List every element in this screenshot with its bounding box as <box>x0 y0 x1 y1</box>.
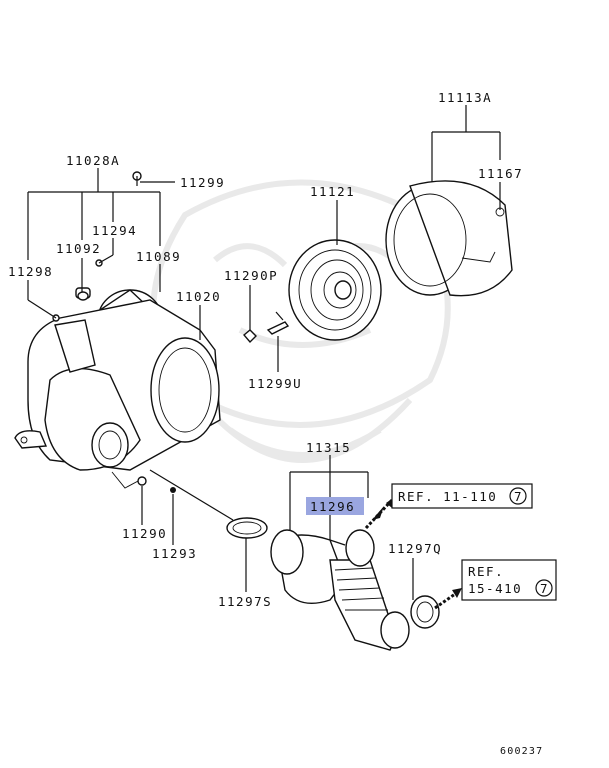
filter-element-illustration <box>288 239 382 341</box>
cover-illustration <box>385 180 513 297</box>
label-11298[interactable]: 11298 <box>8 264 53 279</box>
label-11089[interactable]: 11089 <box>136 249 181 264</box>
reference-box-2[interactable]: REF. 15-410 7 <box>461 559 557 601</box>
label-11293[interactable]: 11293 <box>152 546 197 561</box>
label-11297S[interactable]: 11297S <box>218 594 272 609</box>
intake-hose-illustration <box>226 517 440 651</box>
part-labels: 11113A 11167 11121 11028A 11299 11294 11… <box>8 90 523 609</box>
label-11297Q[interactable]: 11297Q <box>388 541 442 556</box>
reference-2-number: 7 <box>540 581 548 596</box>
label-11121[interactable]: 11121 <box>310 184 355 199</box>
reference-2-line2: 15-410 <box>468 581 522 596</box>
reference-1-text: REF. 11-110 <box>398 489 497 504</box>
diagram-id: 600237 <box>500 746 543 757</box>
reference-2-line1: REF. <box>468 564 504 579</box>
air-cleaner-body-illustration <box>14 287 221 489</box>
label-11092[interactable]: 11092 <box>56 241 101 256</box>
reference-box-1[interactable]: REF. 11-110 7 <box>391 483 533 509</box>
label-11167[interactable]: 11167 <box>478 166 523 181</box>
label-11315[interactable]: 11315 <box>306 440 351 455</box>
label-11290P[interactable]: 11290P <box>224 268 278 283</box>
label-11290[interactable]: 11290 <box>122 526 167 541</box>
highlight-box-11296 <box>306 497 364 515</box>
label-11020[interactable]: 11020 <box>176 289 221 304</box>
label-11296[interactable]: 11296 <box>310 499 355 514</box>
label-11028A[interactable]: 11028A <box>66 153 120 168</box>
label-11299U[interactable]: 11299U <box>248 376 302 391</box>
label-11113A[interactable]: 11113A <box>438 90 492 105</box>
reference-1-number: 7 <box>514 489 522 504</box>
leader-lines <box>27 105 501 600</box>
label-11294[interactable]: 11294 <box>92 223 137 238</box>
label-11299[interactable]: 11299 <box>180 175 225 190</box>
